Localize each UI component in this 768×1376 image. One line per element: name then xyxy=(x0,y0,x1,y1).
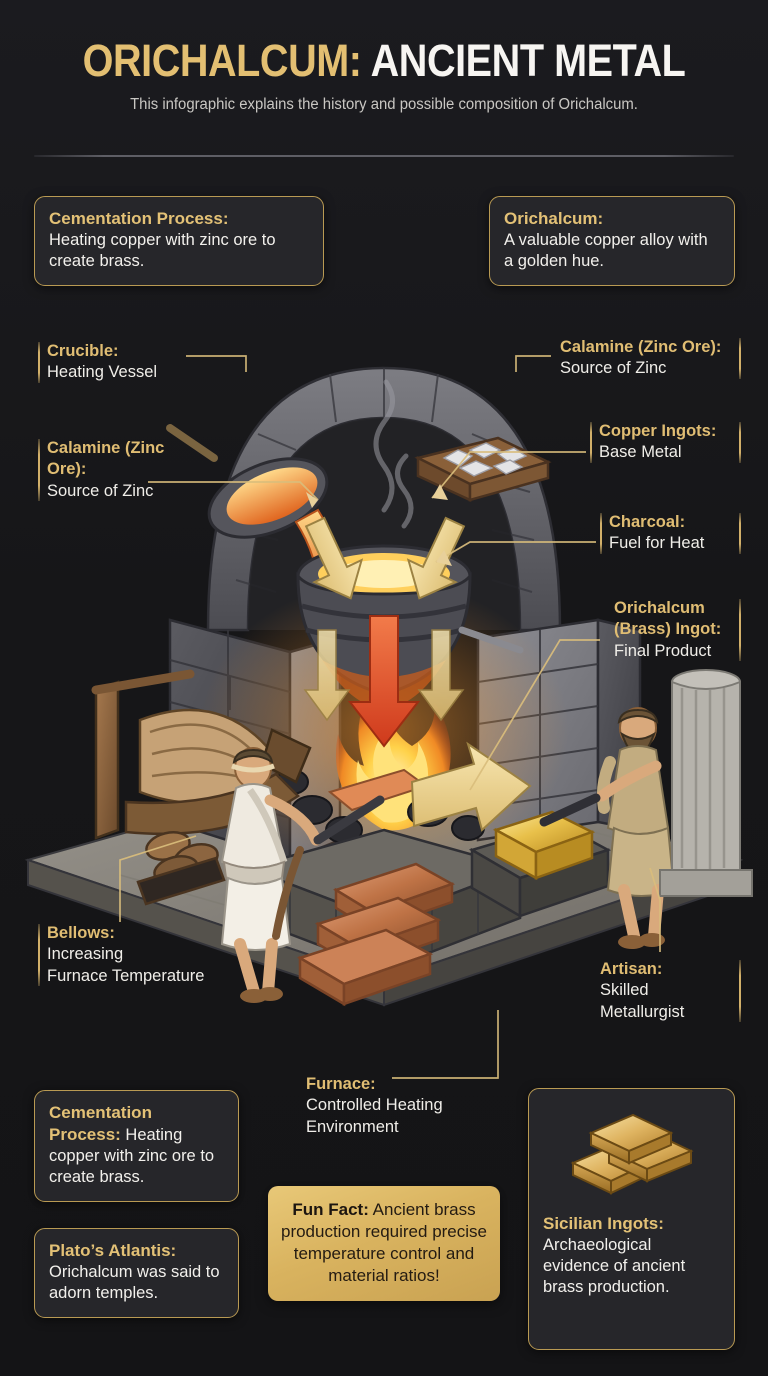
annotation-rule-right xyxy=(739,513,741,554)
annotation-rule-left xyxy=(38,342,40,383)
annotation-crucible[interactable]: Crucible: Heating Vessel xyxy=(38,340,218,385)
annotation-label: Calamine (Zinc Ore): xyxy=(47,439,165,479)
annotation-rule-left xyxy=(38,439,40,502)
annotation-body: Increasing Furnace Temperature xyxy=(47,945,205,985)
annotation-label: Charcoal: xyxy=(609,513,686,531)
page-title: ORICHALCUM: ANCIENT METAL xyxy=(46,0,722,83)
annotation-body: Controlled Heating Environment xyxy=(306,1096,443,1136)
annotation-furnace[interactable]: Furnace: Controlled Heating Environment xyxy=(306,1073,486,1139)
annotation-body: Heating Vessel xyxy=(47,363,158,382)
annotation-body: Source of Zinc xyxy=(47,481,154,500)
annotation-rule-right xyxy=(739,960,741,1023)
callout-label: Plato’s Atlantis: xyxy=(49,1241,177,1260)
page-title-primary: ORICHALCUM: xyxy=(82,35,362,86)
annotation-body: Fuel for Heat xyxy=(609,534,705,553)
stone-column xyxy=(659,669,753,897)
annotation-body: Skilled Metallurgist xyxy=(600,981,685,1021)
annotation-body: Source of Zinc xyxy=(560,359,667,378)
callout-sicilian-ingots[interactable]: Sicilian Ingots: Archaeological evidence… xyxy=(528,1088,735,1350)
annotation-orichalcum-ingot[interactable]: Orichalcum (Brass) Ingot: Final Product xyxy=(605,597,741,663)
header-divider xyxy=(34,155,734,157)
callout-label: Cementation Process: xyxy=(49,1103,152,1144)
callout-platos-atlantis[interactable]: Plato’s Atlantis: Orichalcum was said to… xyxy=(34,1228,239,1318)
annotation-rule-left xyxy=(600,513,602,554)
callout-label: Cementation Process: xyxy=(49,209,229,228)
smoke xyxy=(373,379,414,529)
calamine-tray xyxy=(414,436,552,502)
annotation-rule-right xyxy=(739,338,741,379)
annotation-rule-left xyxy=(590,422,592,463)
gold-ingots-icon xyxy=(570,1113,693,1195)
header: ORICHALCUM: ANCIENT METAL This infograph… xyxy=(0,0,768,114)
callout-body: Ancient brass production required precis… xyxy=(280,1200,487,1286)
artisan-right xyxy=(539,707,676,949)
annotation-charcoal[interactable]: Charcoal: Fuel for Heat xyxy=(600,511,741,556)
annotation-rule-left xyxy=(38,924,40,987)
artisan-left xyxy=(220,747,385,1003)
annotation-calamine-left[interactable]: Calamine (Zinc Ore): Source of Zinc xyxy=(38,437,214,503)
annotation-label: Copper Ingots: xyxy=(599,422,717,440)
annotation-rule-right xyxy=(739,422,741,463)
annotation-body: Final Product xyxy=(614,641,712,660)
annotation-label: Furnace: xyxy=(306,1075,376,1093)
annotation-artisan[interactable]: Artisan: Skilled Metallurgist xyxy=(591,958,741,1024)
callout-cementation-process-bottom[interactable]: Cementation Process: Heating copper with… xyxy=(34,1090,239,1203)
callout-body: A valuable copper alloy with a golden hu… xyxy=(504,230,708,270)
page-title-secondary: ANCIENT METAL xyxy=(370,35,686,86)
callout-fun-fact[interactable]: Fun Fact: Ancient brass production requi… xyxy=(268,1186,500,1302)
annotation-copper-ingots[interactable]: Copper Ingots: Base Metal xyxy=(590,420,741,465)
annotation-label: Calamine (Zinc Ore): xyxy=(560,338,722,356)
copper-ingots xyxy=(296,862,456,1007)
callout-body: Heating copper with zinc ore to create b… xyxy=(49,230,276,270)
bellows xyxy=(91,669,312,840)
annotation-label: Orichalcum (Brass) Ingot: xyxy=(614,599,722,639)
annotation-bellows[interactable]: Bellows: Increasing Furnace Temperature xyxy=(38,922,243,988)
firewood xyxy=(136,831,226,906)
material-inflow-arrows xyxy=(304,516,466,600)
callout-label: Fun Fact: xyxy=(292,1200,369,1219)
annotation-body: Base Metal xyxy=(599,443,682,462)
furnace-illustration xyxy=(0,330,768,1030)
leader-crucible xyxy=(186,355,247,372)
callout-body: Orichalcum was said to adorn temples. xyxy=(49,1262,220,1302)
callout-body: Archaeological evidence of ancient brass… xyxy=(543,1235,686,1296)
callout-cementation-process[interactable]: Cementation Process: Heating copper with… xyxy=(34,196,324,286)
page-subtitle: This infographic explains the history an… xyxy=(130,96,638,113)
callout-body: Heating copper with zinc ore to create b… xyxy=(49,1125,215,1186)
callout-orichalcum[interactable]: Orichalcum: A valuable copper alloy with… xyxy=(489,196,735,286)
annotation-calamine-right[interactable]: Calamine (Zinc Ore): Source of Zinc xyxy=(551,336,741,381)
heat-arrow-down xyxy=(303,615,465,748)
annotation-rule-right xyxy=(739,599,741,662)
callout-label: Sicilian Ingots: xyxy=(543,1214,664,1233)
gold-brass-ingot xyxy=(468,810,612,919)
callout-label: Orichalcum: xyxy=(504,209,604,228)
annotation-label: Artisan: xyxy=(600,960,663,978)
annotation-label: Crucible: xyxy=(47,342,119,360)
annotation-label: Bellows: xyxy=(47,924,115,942)
